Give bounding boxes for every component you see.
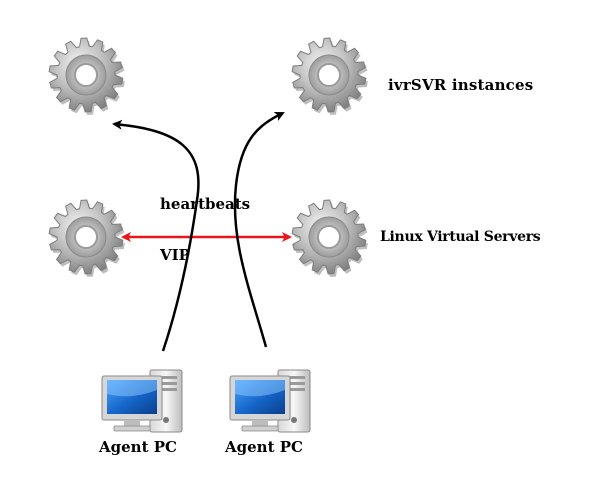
ivrsvr-instances-label: ivrSVR instances xyxy=(388,76,534,94)
agent2-traffic-arrow xyxy=(233,111,285,348)
desktop-computer-icon xyxy=(101,369,183,433)
gear-icon xyxy=(48,37,125,115)
gear-icon xyxy=(48,199,125,277)
desktop-computer-icon xyxy=(229,369,311,433)
gear-icon xyxy=(291,37,368,115)
agent1-traffic-arrow xyxy=(112,119,200,352)
linux-virtual-servers-label: Linux Virtual Servers xyxy=(380,229,541,245)
agent-pc-label: Agent PC xyxy=(225,438,303,456)
gear-icon xyxy=(291,199,368,277)
agent-pc-label: Agent PC xyxy=(99,438,177,456)
heartbeats-label: heartbeats xyxy=(160,195,251,213)
vip-label: VIP xyxy=(160,246,190,264)
